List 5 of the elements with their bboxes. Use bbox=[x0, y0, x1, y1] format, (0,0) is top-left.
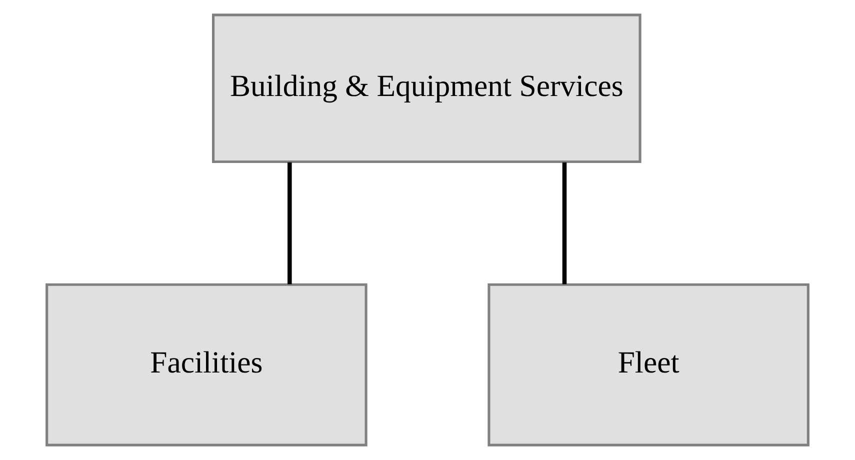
connector bbox=[288, 162, 292, 284]
node-box: Fleet bbox=[488, 283, 810, 446]
connector bbox=[562, 162, 567, 284]
node-box: Building & Equipment Services bbox=[212, 14, 642, 163]
node-box: Facilities bbox=[46, 283, 368, 446]
